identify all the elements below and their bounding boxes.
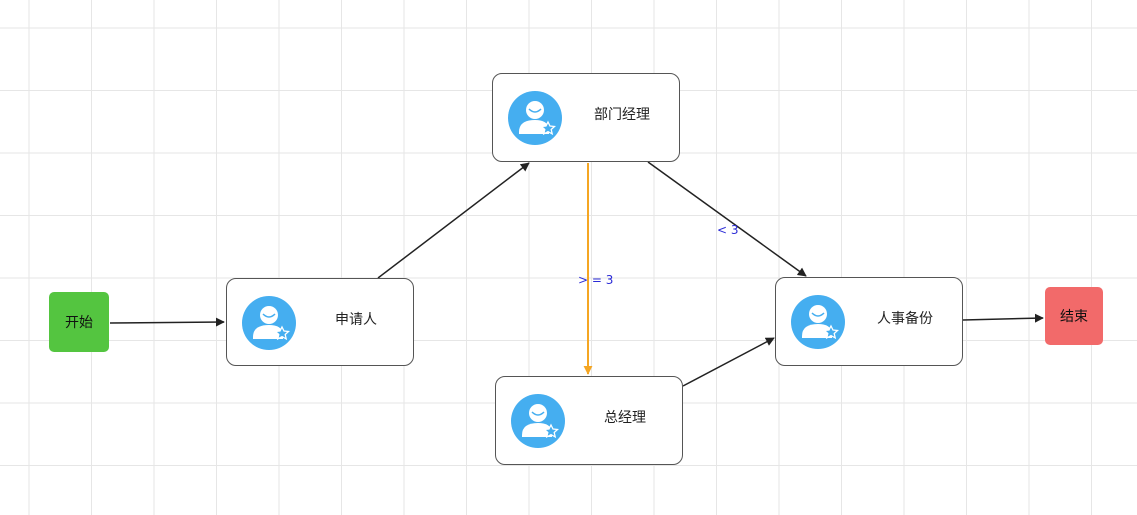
general-manager-node[interactable]: 总经理 bbox=[495, 376, 683, 465]
user-avatar-icon bbox=[791, 295, 845, 349]
edge-label-lt3: < 3 bbox=[717, 223, 739, 237]
start-node-label: 开始 bbox=[65, 315, 93, 331]
edge-applicant-to-dept-manager[interactable] bbox=[377, 162, 530, 279]
user-avatar-icon bbox=[242, 296, 296, 350]
edge-dept-manager-to-hr-backup[interactable] bbox=[647, 161, 807, 277]
end-node-label: 结束 bbox=[1060, 309, 1088, 325]
general-manager-node-label: 总经理 bbox=[604, 410, 646, 426]
user-avatar-icon bbox=[508, 91, 562, 145]
start-node[interactable]: 开始 bbox=[49, 292, 109, 352]
applicant-node[interactable]: 申请人 bbox=[226, 278, 414, 366]
dept-manager-node-label: 部门经理 bbox=[594, 107, 650, 123]
applicant-node-label: 申请人 bbox=[335, 312, 377, 328]
edge-label-gte3: > = 3 bbox=[578, 273, 614, 287]
end-node[interactable]: 结束 bbox=[1045, 287, 1103, 345]
dept-manager-node[interactable]: 部门经理 bbox=[492, 73, 680, 162]
user-avatar-icon bbox=[511, 394, 565, 448]
edge-general-manager-to-hr-backup[interactable] bbox=[682, 337, 775, 387]
hr-backup-node-label: 人事备份 bbox=[877, 311, 933, 327]
edge-hr-backup-to-end[interactable] bbox=[962, 313, 1044, 323]
edge-start-to-applicant[interactable] bbox=[109, 317, 225, 327]
hr-backup-node[interactable]: 人事备份 bbox=[775, 277, 963, 366]
